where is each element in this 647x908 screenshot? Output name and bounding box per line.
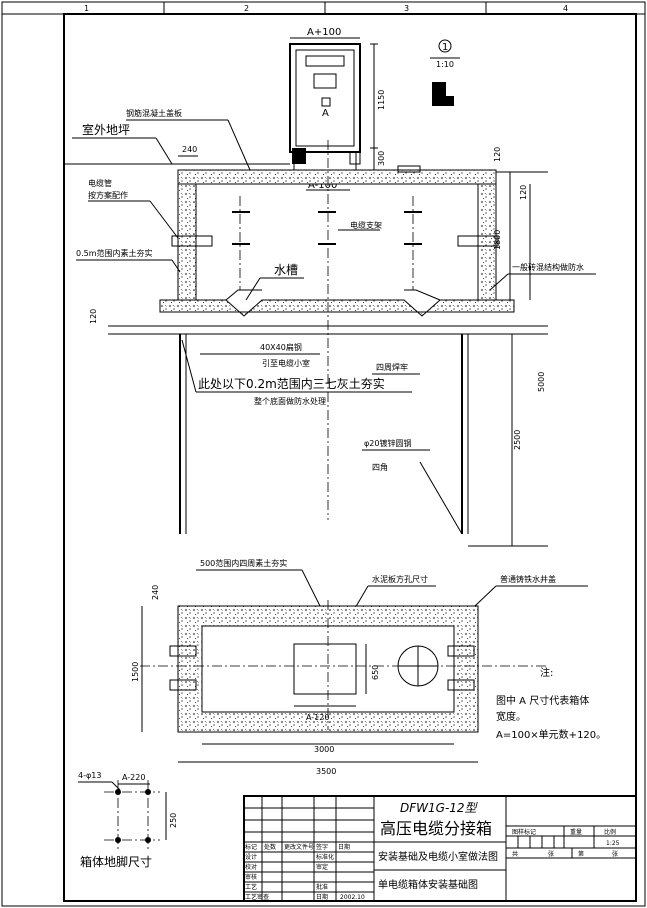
tb-count: 处数 — [264, 843, 276, 851]
cover-plate-label: 钢筋混凝土盖板 — [126, 108, 182, 118]
plan-dim-1500: 1500 — [131, 662, 140, 682]
cable-bracket-label: 电缆支架 — [350, 220, 382, 230]
tb-check: 校对 — [245, 863, 257, 871]
scale-symbol-number: 1 — [442, 42, 448, 53]
plan-view: 500范围内四周素土夯实 水泥板方孔尺寸 普通铸铁水井盖 240 1500 65… — [131, 558, 588, 776]
foot-diagram: 4-φ13 A-220 250 箱体地脚尺寸 — [78, 771, 178, 869]
inner-border — [63, 13, 637, 902]
ground-label: 室外地坪 — [82, 122, 130, 137]
plan-dim-3500: 3500 — [316, 767, 336, 776]
tb-sheet-no: 第 — [578, 850, 584, 858]
dim-120-top: 120 — [493, 147, 502, 162]
tb-date2: 日期 — [316, 893, 328, 901]
tb-review: 审定 — [316, 863, 328, 871]
dim-5000: 5000 — [537, 372, 546, 392]
tb-approve: 批准 — [316, 883, 328, 891]
plan-dim-a-minus-120: A-120 — [306, 713, 329, 722]
dim-2500: 2500 — [513, 430, 522, 450]
grid-number-2: 2 — [244, 4, 249, 13]
base-slab — [159, 299, 515, 317]
grid-number-4: 4 — [563, 4, 568, 13]
foot-caption: 箱体地脚尺寸 — [80, 854, 152, 869]
tb-audit: 审核 — [245, 873, 257, 881]
slab-hole — [293, 643, 357, 695]
compact-05-label: 0.5m范围内素土夯实 — [76, 248, 153, 258]
slab-hole-label: 水泥板方孔尺寸 — [372, 574, 428, 584]
tb-sheet-no-unit: 张 — [612, 850, 618, 858]
left-wall — [177, 183, 197, 303]
brick-waterproof-label: 一般砖混结构做防水 — [512, 262, 584, 272]
tb-date-value: 2002.10 — [340, 894, 365, 901]
note-block: 注: 图中 A 尺寸代表箱体 宽度。 A=100×单元数+120。 — [496, 666, 606, 741]
tb-product: 高压电缆分接箱 — [380, 819, 492, 838]
tb-date: 日期 — [338, 843, 350, 851]
tb-std: 标准化 — [316, 853, 334, 861]
note-line-1: 图中 A 尺寸代表箱体 — [496, 694, 589, 707]
dim-300: 300 — [377, 151, 386, 166]
tb-design: 设计 — [245, 853, 257, 861]
tb-col-scale: 比例 — [604, 828, 616, 836]
tb-tech: 工艺审查 — [245, 893, 269, 901]
foot-holes-label: 4-φ13 — [78, 771, 101, 780]
dim-120-side: 120 — [519, 185, 528, 200]
tb-col-weight: 重量 — [570, 828, 582, 836]
dim-a-label: A — [322, 108, 329, 119]
lime-soil-label: 此处以下0.2m范围内三七灰土夯实 — [198, 376, 385, 391]
dim-240-section: 240 — [182, 145, 197, 154]
manhole-label: 普通铸铁水井盖 — [500, 574, 556, 584]
tb-sheets-total-unit: 张 — [548, 850, 554, 858]
note-title: 注: — [540, 666, 553, 679]
cover-slab — [177, 169, 497, 185]
note-line-2: 宽度。 — [496, 710, 526, 723]
dim-120-left: 120 — [89, 309, 98, 324]
grid-number-1: 1 — [84, 4, 89, 13]
foot-dim-250: 250 — [169, 813, 178, 828]
tb-subtitle-2: 单电缆箱体安装基础图 — [378, 878, 478, 891]
cable-pipe-label-1: 电缆管 — [88, 178, 112, 188]
cable-pipe-label-2: 按方案配作 — [88, 190, 128, 200]
dim-a-plus-100: A+100 — [307, 27, 341, 38]
dim-a-minus-100: A-100 — [308, 180, 337, 191]
dim-1150: 1150 — [377, 90, 386, 110]
compact-500-label: 500范围内四周素土夯实 — [200, 558, 287, 568]
title-block: 标记 处数 更改文件号 签字 日期 设计 标准化 校对 审定 审核 工艺 批准 … — [243, 795, 637, 902]
tb-mark: 标记 — [245, 843, 257, 851]
note-line-3: A=100×单元数+120。 — [496, 728, 606, 741]
bottom-waterproof-label: 整个底面做防水处理 — [254, 396, 326, 406]
weld-around-label: 四周焊牢 — [376, 362, 408, 372]
plan-dim-240: 240 — [151, 585, 160, 600]
tb-file: 更改文件号 — [284, 843, 314, 851]
steel-pipe-label-1: φ20镀锌圆钢 — [364, 438, 411, 448]
tb-col-mark: 图样标记 — [512, 828, 536, 836]
tb-proc: 工艺 — [245, 883, 257, 891]
plan-dim-650: 650 — [371, 665, 380, 680]
section-view: A A+100 A-100 1150 300 1 1:10 室外地坪 钢筋混凝土… — [64, 27, 596, 547]
tb-scale: 1:25 — [606, 840, 620, 847]
steel-pipe-label-2: 四角 — [372, 462, 388, 472]
tb-sheets-total: 共 — [512, 850, 518, 858]
tb-subtitle-1: 安装基础及电缆小室做法图 — [378, 850, 498, 863]
grid-number-3: 3 — [404, 4, 409, 13]
tb-model: DFW1G-12型 — [400, 801, 479, 815]
trough-label: 水槽 — [274, 263, 298, 277]
plan-dim-3000: 3000 — [314, 745, 334, 754]
tb-sign: 签字 — [316, 843, 328, 851]
lead-to-room-label: 引至电缆小室 — [262, 358, 310, 368]
scale-symbol-ratio: 1:10 — [436, 60, 454, 69]
flat-steel-label: 40X40扁钢 — [260, 342, 302, 352]
dim-1800: 1800 — [493, 230, 502, 250]
foot-dim-a220: A-220 — [122, 773, 145, 782]
